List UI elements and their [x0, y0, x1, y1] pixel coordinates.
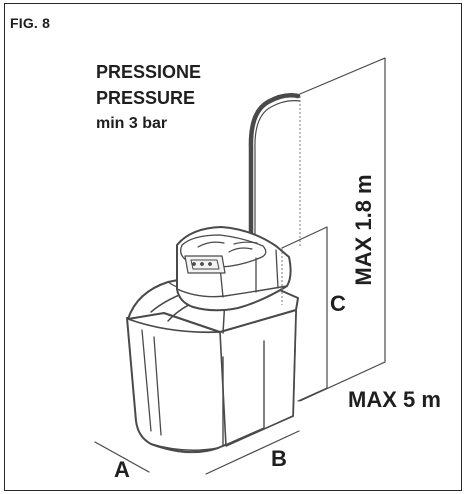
display-button-3: [208, 262, 212, 266]
dimension-b-label: B: [271, 446, 287, 471]
a-dimension-line: [94, 441, 150, 473]
tank-inner-edge-1: [141, 329, 152, 432]
max-distance-label: MAX 5 m: [348, 387, 441, 412]
tank-bottom-lip: [150, 443, 219, 452]
pressure-label-en: PRESSURE: [96, 88, 196, 108]
display-button-1: [192, 262, 196, 266]
dimension-a-label: A: [114, 457, 130, 482]
height-dimension-line: [299, 57, 386, 402]
dimension-c-label: C: [330, 291, 346, 316]
figure-label: FIG. 8: [10, 15, 51, 31]
tank-right-panel: [219, 309, 297, 447]
head-cap-1: [228, 247, 253, 253]
pressure-label-it: PRESSIONE: [96, 62, 202, 82]
display-panel: [184, 255, 226, 274]
control-head-ridge-3: [275, 249, 279, 289]
c-dimension-line: [281, 226, 328, 402]
pressure-minimum: min 3 bar: [96, 115, 168, 132]
supply-hose: [248, 93, 301, 249]
supply-hose-edge: [254, 100, 301, 247]
b-dimension-line: [205, 430, 300, 475]
head-cap-2: [233, 241, 258, 245]
head-cap-3: [197, 241, 225, 248]
display-inner: [190, 259, 220, 270]
tank-front-recess: [222, 340, 265, 447]
control-head-front: [176, 285, 288, 298]
tank-inner-edge-2: [153, 336, 162, 436]
display-button-2: [200, 262, 204, 266]
lid-front-rim: [127, 309, 297, 334]
